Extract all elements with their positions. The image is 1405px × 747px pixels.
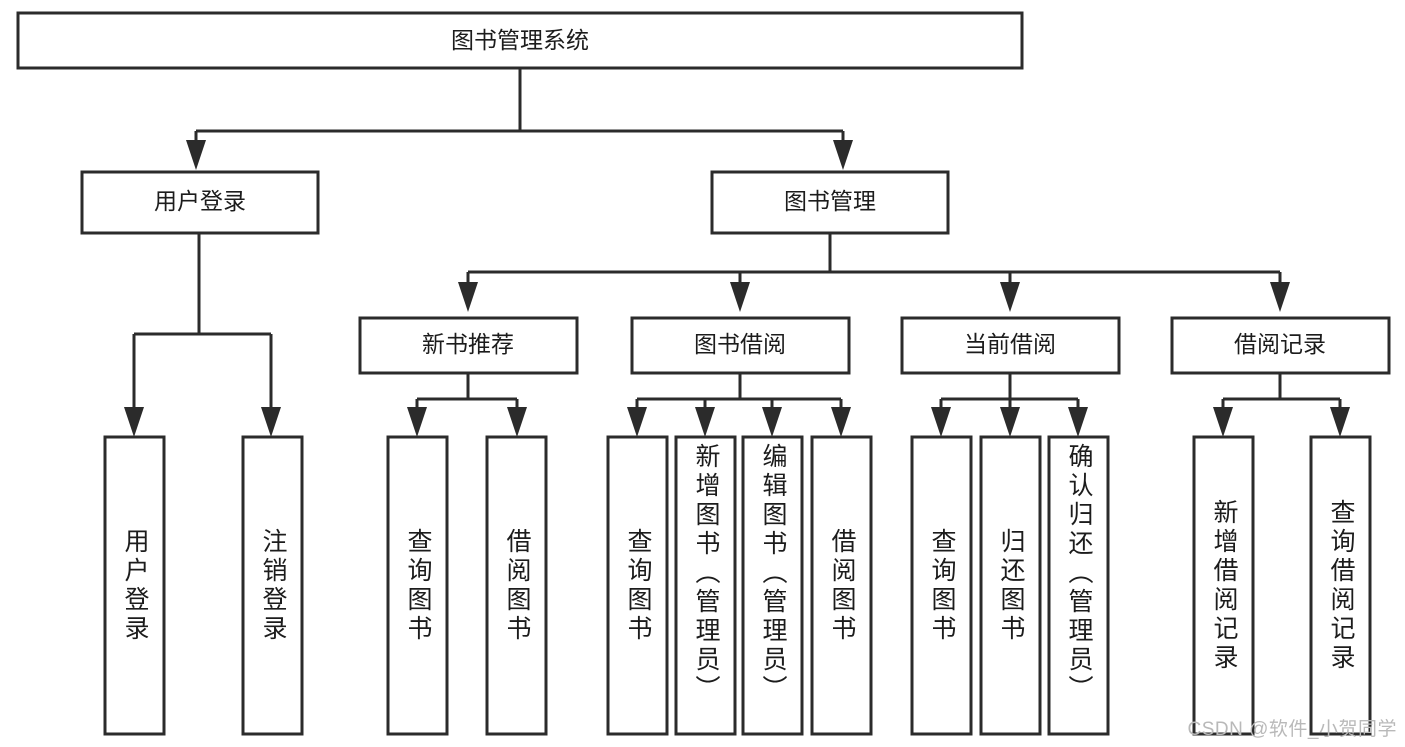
node-user-login[interactable]: 用户登录: [80, 170, 320, 235]
node-book-borrow-label: 图书借阅: [694, 331, 786, 357]
leaf-box-user-login: [103, 435, 166, 736]
csdn-watermark: CSDN @软件_小贺同学: [1187, 719, 1397, 740]
leaf-box-borrow-book-2: [810, 435, 873, 736]
leaf-box-query-book-2: [606, 435, 669, 736]
connector-currentborrow-to-leaves: [931, 373, 1088, 437]
connector-userlogin-to-leaves: [124, 233, 281, 437]
leaf-box-borrow-book-1: [485, 435, 548, 736]
leaf-box-logout-login: [241, 435, 304, 736]
connector-newbook-to-leaves: [407, 373, 527, 437]
node-book-manage[interactable]: 图书管理: [710, 170, 950, 235]
leaf-box-return-book: [979, 435, 1042, 736]
leaf-box-query-book-1: [386, 435, 449, 736]
node-new-book-rec-label: 新书推荐: [422, 331, 514, 357]
node-root-label: 图书管理系统: [451, 27, 589, 53]
leaf-box-add-book: [674, 435, 737, 736]
leaf-box-confirm-return: [1047, 435, 1110, 736]
node-borrow-record-label: 借阅记录: [1234, 331, 1326, 357]
leaf-box-query-record: [1309, 435, 1372, 736]
node-root[interactable]: 图书管理系统: [16, 11, 1024, 70]
leaf-box-edit-book: [741, 435, 804, 736]
connector-bookborrow-to-leaves: [627, 373, 851, 437]
node-user-login-label: 用户登录: [154, 188, 246, 214]
connector-root-to-level1: [186, 68, 853, 170]
connector-bookmanage-to-level2: [458, 233, 1290, 312]
connector-borrowrecord-to-leaves: [1213, 373, 1350, 437]
node-new-book-rec[interactable]: 新书推荐: [358, 316, 579, 375]
node-current-borrow[interactable]: 当前借阅: [900, 316, 1121, 375]
leaf-box-query-book-3: [910, 435, 973, 736]
leaf-boxes: [103, 435, 1372, 736]
node-current-borrow-label: 当前借阅: [964, 331, 1056, 357]
node-borrow-record[interactable]: 借阅记录: [1170, 316, 1391, 375]
node-book-borrow[interactable]: 图书借阅: [630, 316, 851, 375]
node-book-manage-label: 图书管理: [784, 188, 876, 214]
leaf-box-add-record: [1192, 435, 1255, 736]
